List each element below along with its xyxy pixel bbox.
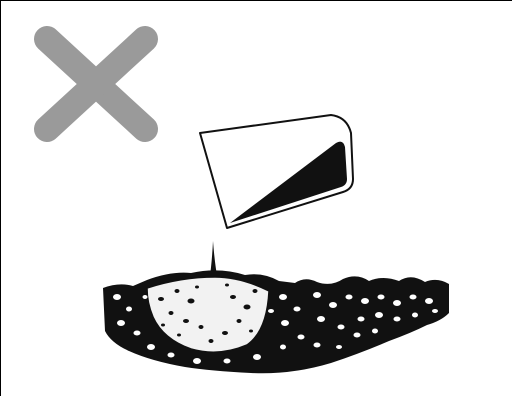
- prohibited-x-icon: [47, 39, 145, 129]
- soil-cross-section-icon: [103, 270, 449, 373]
- pouring-container-icon: [200, 115, 353, 228]
